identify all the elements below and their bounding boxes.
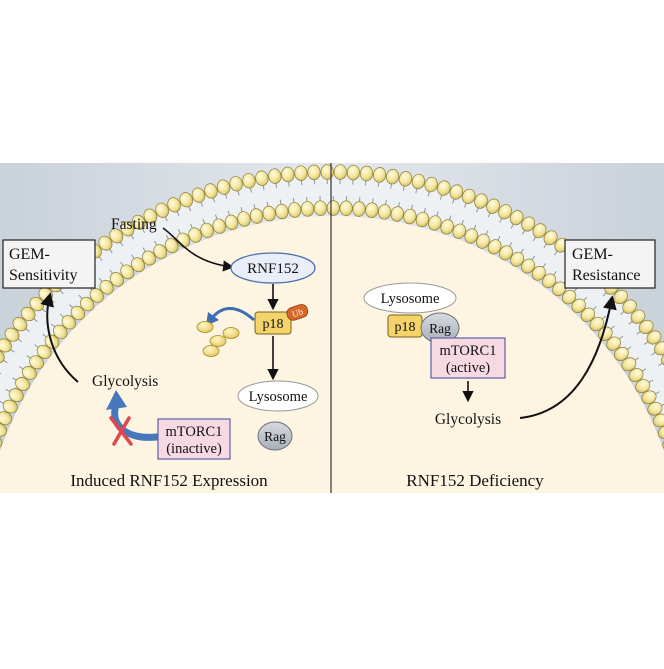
lipid-head-inner	[340, 201, 353, 216]
gem-sensitivity-line1: GEM-	[9, 246, 50, 263]
mtorc1-inactive-line1: mTORC1	[166, 424, 223, 440]
degraded-fragment	[223, 328, 239, 339]
rag-label-left: Rag	[264, 429, 286, 444]
degraded-fragment	[210, 336, 226, 347]
lysosome-label-right: Lysosome	[381, 291, 440, 307]
p18-label-left: p18	[263, 317, 284, 332]
rnf152-label: RNF152	[247, 261, 299, 277]
glycolysis-label-right: Glycolysis	[435, 411, 501, 428]
gem-resistance-line1: GEM-	[572, 246, 613, 263]
mtorc1-active-line1: mTORC1	[440, 343, 497, 359]
caption-left: Induced RNF152 Expression	[70, 471, 268, 490]
lipid-head-outer	[334, 165, 347, 180]
rag-label-right: Rag	[429, 321, 451, 336]
lipid-head-outer	[308, 165, 321, 180]
fasting-label: Fasting	[111, 216, 157, 233]
glycolysis-label-left: Glycolysis	[92, 373, 158, 390]
gem-resistance-line2: Resistance	[572, 267, 640, 284]
lipid-head-inner	[327, 201, 339, 216]
gem-sensitivity-line2: Sensitivity	[9, 267, 77, 284]
lysosome-label-left: Lysosome	[249, 389, 308, 405]
degraded-fragment	[197, 322, 213, 333]
mtorc1-inactive-line2: (inactive)	[166, 441, 222, 457]
lipid-head-inner	[314, 201, 327, 216]
mtorc1-active-line2: (active)	[446, 360, 490, 376]
caption-right: RNF152 Deficiency	[406, 471, 544, 490]
degraded-fragment	[203, 346, 219, 357]
p18-label-right: p18	[395, 320, 416, 335]
